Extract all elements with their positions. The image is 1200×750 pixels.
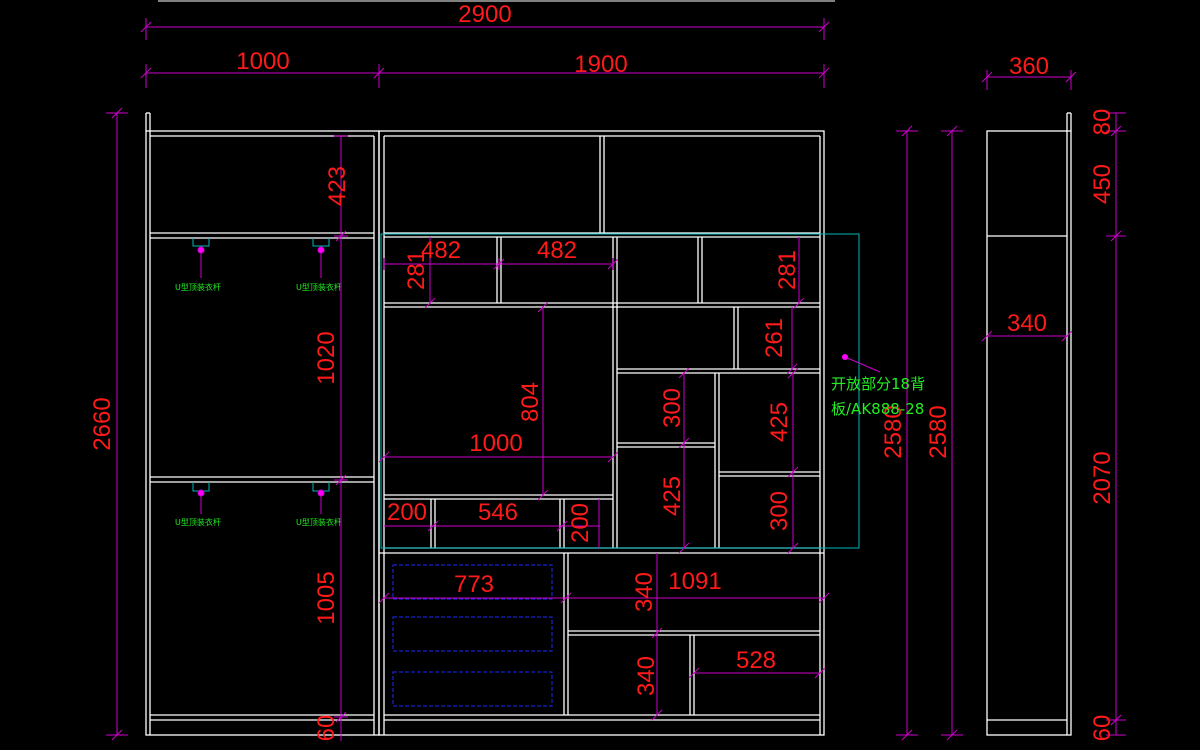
side-elevation-frame: [986, 130, 1072, 736]
dim-left-lower: 1005: [313, 571, 340, 624]
hanging-rod-symbols: U型顶装衣杆 U型顶装衣杆 U型顶装衣杆 U型顶装衣杆: [175, 238, 342, 527]
dimension-lines: [106, 0, 1126, 741]
dim-drawer-340-upper: 340: [631, 572, 658, 612]
dimension-labels: 2900 1000 1900 360 2660 423 1020 1005 60…: [89, 1, 1116, 741]
dim-right-width: 1900: [574, 51, 627, 78]
dim-height-2580-b: 2580: [925, 405, 952, 458]
drawer-front-1: [392, 564, 553, 600]
dim-side-340: 340: [1007, 310, 1047, 337]
dim-side-2070: 2070: [1089, 451, 1116, 504]
rod-marker-4: [317, 489, 325, 497]
dim-left-width: 1000: [236, 48, 289, 75]
dim-side-60: 60: [1089, 715, 1116, 742]
dim-total-height: 2660: [89, 397, 116, 450]
drawer-front-3: [392, 671, 553, 707]
left-outer-frame: [145, 130, 380, 736]
rod-bracket-1: [192, 238, 330, 492]
rod-marker-1: [197, 246, 205, 254]
rod-label-2: U型顶装衣杆: [296, 282, 342, 292]
rod-label-4: U型顶装衣杆: [296, 517, 342, 527]
drawer-fronts: [392, 564, 553, 707]
dim-side-80: 80: [1089, 109, 1116, 136]
dim-drawer-340-lower: 340: [633, 656, 660, 696]
dim-right-300: 300: [766, 491, 793, 531]
dim-side-450: 450: [1089, 164, 1116, 204]
open-back-panel-outline: [380, 233, 860, 549]
open-back-note-line1: 开放部分18背: [831, 375, 925, 393]
dim-height-2580-a: 2580: [880, 405, 907, 458]
dim-shelf-261: 261: [761, 318, 788, 358]
dim-drawer-773: 773: [454, 571, 494, 598]
dim-drawer-1091: 1091: [668, 568, 721, 595]
dim-left-plinth: 60: [313, 715, 340, 742]
dim-shelf-281-left: 281: [403, 250, 430, 290]
dim-shelf-281-right: 281: [774, 250, 801, 290]
dim-base-546: 546: [478, 499, 518, 526]
dim-base-200-left: 200: [387, 499, 427, 526]
drawer-front-2: [392, 616, 553, 652]
dim-left-top: 423: [324, 166, 351, 206]
dim-tv-height: 804: [517, 382, 544, 422]
rod-label-1: U型顶装衣杆: [175, 282, 221, 292]
dim-right-425: 425: [766, 402, 793, 442]
dim-side-depth: 360: [1009, 53, 1049, 80]
dim-mid-425: 425: [659, 476, 686, 516]
rod-label-3: U型顶装衣杆: [175, 517, 221, 527]
dim-base-200-right: 200: [567, 503, 594, 543]
cabinet-carcass: [145, 112, 1072, 736]
open-back-leader-marker: [842, 354, 848, 360]
dim-total-width: 2900: [458, 1, 511, 28]
dim-drawer-528: 528: [736, 647, 776, 674]
dim-shelf-482-a: 482: [421, 237, 461, 264]
rod-marker-2: [317, 246, 325, 254]
open-back-note-line2: 板/AK888-28: [831, 400, 924, 418]
dim-shelf-482-b: 482: [537, 237, 577, 264]
dim-left-upper: 1020: [313, 331, 340, 384]
rod-marker-3: [197, 489, 205, 497]
dim-tv-width: 1000: [469, 430, 522, 457]
right-outer-frame: [378, 130, 825, 736]
dim-mid-300: 300: [659, 388, 686, 428]
